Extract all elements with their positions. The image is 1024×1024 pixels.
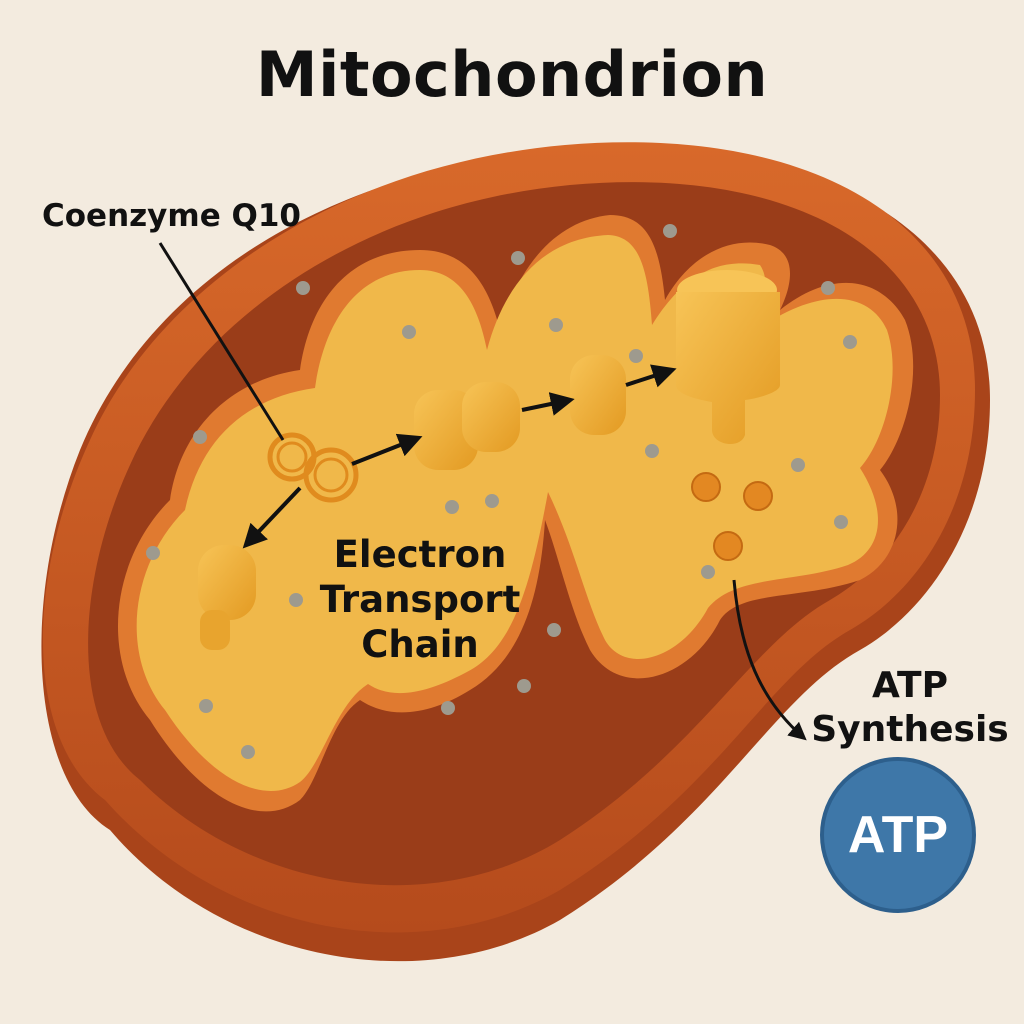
atp-synthesis-line-2: Synthesis <box>811 709 1009 750</box>
arrow-q10-to-complex1 <box>242 486 302 549</box>
etc-label-line-2: Transport <box>319 578 521 621</box>
atp-molecules <box>691 472 773 561</box>
coenzyme-leader-line <box>158 242 285 441</box>
arrows <box>158 242 807 741</box>
arrow-complex2-to-complex3 <box>521 392 575 416</box>
protein-complex-2 <box>414 382 520 470</box>
etc-label-line-1: Electron <box>333 533 507 576</box>
arrow-q10-to-complex2 <box>351 433 423 466</box>
protein-complex-3 <box>570 355 626 435</box>
atp-synthase <box>676 270 780 445</box>
arrow-to-atp-synthesis <box>732 579 807 741</box>
electron-transport-chain-label: Electron Transport Chain <box>300 532 540 667</box>
coenzyme-q10-icon <box>267 432 359 503</box>
etc-label-line-3: Chain <box>361 623 479 666</box>
atp-badge-text: ATP <box>847 806 949 864</box>
atp-synthesis-line-1: ATP <box>871 665 948 706</box>
protein-complex-1 <box>198 545 256 650</box>
atp-badge: ATP <box>820 757 976 913</box>
diagram-title: Mitochondrion <box>255 38 769 111</box>
matrix-granules <box>146 224 857 759</box>
arrow-complex3-to-synthase <box>625 364 677 388</box>
coenzyme-q10-label: Coenzyme Q10 <box>42 198 302 234</box>
atp-synthesis-label: ATP Synthesis <box>800 664 1020 752</box>
